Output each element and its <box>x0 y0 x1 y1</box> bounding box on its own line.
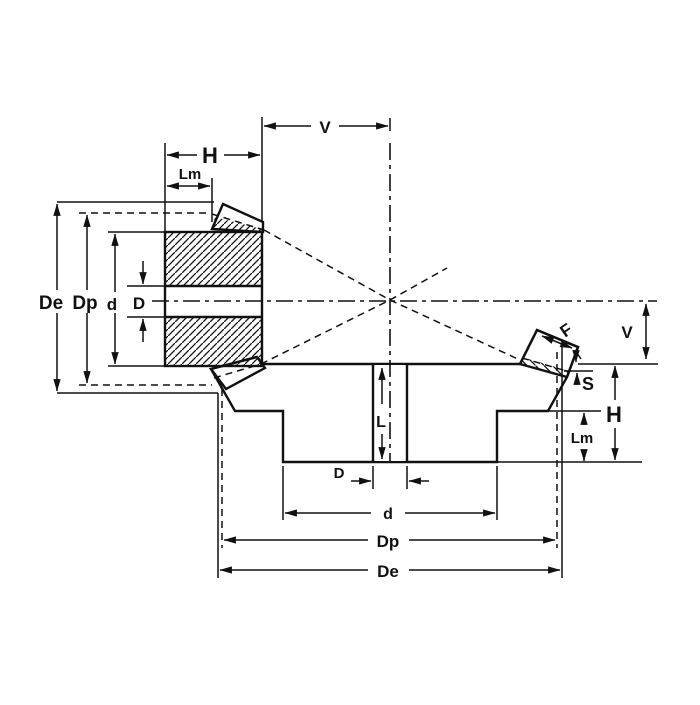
label-d-gear: d <box>383 506 393 523</box>
label-h-pinion: H <box>202 143 218 168</box>
pinion-top-tooth-pitch-line <box>211 213 265 231</box>
pinion-hatch-lower <box>165 317 262 366</box>
label-s: S <box>582 374 594 394</box>
axes-and-construction <box>152 118 657 462</box>
label-de-gear: De <box>377 562 399 581</box>
label-lm-pinion: Lm <box>179 166 202 183</box>
pitch-cone-line-lower-right <box>389 299 521 361</box>
label-dp-gear: Dp <box>377 532 400 551</box>
pinion-body <box>163 230 264 368</box>
label-h-gear: H <box>606 402 622 427</box>
label-v-right: V <box>621 323 633 342</box>
pitch-cone-line-upper-left <box>263 229 391 301</box>
reference-lines <box>57 117 658 578</box>
pitch-cone-line-lower-left <box>260 299 391 365</box>
label-bore-pinion: D <box>133 294 145 313</box>
label-f: F <box>557 320 576 342</box>
pinion-top-tooth-hatch <box>212 217 262 232</box>
label-dp-pinion: Dp <box>72 293 97 314</box>
label-lm-gear: Lm <box>571 430 594 447</box>
pinion-cross-section <box>163 202 267 391</box>
label-d-pinion: d <box>107 295 117 314</box>
label-l: L <box>376 414 386 431</box>
dim-f-upper <box>541 335 558 344</box>
label-bore-gear: D <box>334 465 345 482</box>
dimension-lines <box>53 122 650 574</box>
gear-right-tooth-hatch <box>520 357 569 377</box>
dim-f-lower <box>556 340 573 349</box>
mesh-tooth-pitch-line <box>213 363 262 379</box>
label-de-pinion: De <box>39 293 63 314</box>
pinion-hatch-upper <box>165 232 262 286</box>
dimension-labels: De Dp d D H Lm V V F S H Lm L D d Dp De <box>39 118 633 581</box>
gear-cross-section <box>209 328 580 464</box>
pitch-cone-line-upper-right <box>389 267 448 301</box>
label-v-top: V <box>319 118 331 137</box>
mesh-tooth <box>208 355 267 391</box>
